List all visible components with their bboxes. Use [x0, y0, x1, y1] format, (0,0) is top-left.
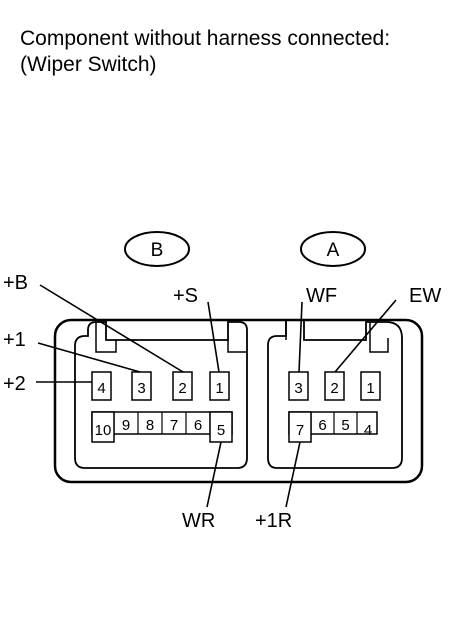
leader-ew [334, 299, 397, 373]
connector-a-label: A [327, 240, 340, 261]
b-pin-8-label: 8 [146, 417, 154, 434]
terminal-label-plus-1: +1 [3, 329, 26, 351]
leader-plus-b [39, 284, 184, 373]
terminal-label-wr: WR [182, 510, 215, 532]
b-pin-10-label: 10 [95, 422, 112, 439]
a-pin-3 [288, 371, 309, 401]
b-pin-3 [131, 371, 152, 401]
connector-a: 3 2 1 7 6 5 4 [267, 319, 403, 469]
connector-housing [53, 318, 424, 484]
b-pin-7-label: 7 [170, 417, 178, 434]
leader-wf [298, 301, 303, 373]
b-pin-2-label: 2 [178, 380, 186, 397]
connector-a-body [267, 319, 403, 469]
a-pin-2 [324, 371, 345, 401]
terminal-label-wf: WF [306, 285, 337, 307]
leader-wr [206, 441, 222, 508]
connector-b-right-latch [227, 340, 247, 353]
diagram-heading: Component without harness connected: (Wi… [20, 26, 390, 78]
terminal-label-plus-1r: +1R [255, 510, 292, 532]
leader-plus-1r [285, 441, 301, 508]
connector-b: 4 3 2 1 10 9 8 7 6 5 [74, 321, 248, 469]
connector-a-right-latch [369, 322, 389, 353]
a-pin-1-label: 1 [366, 380, 374, 397]
a-pin-1 [360, 371, 381, 401]
b-pin-9-label: 9 [122, 417, 130, 434]
a-pin-5-label: 5 [341, 417, 349, 434]
b-pin-6-label: 6 [194, 417, 202, 434]
b-pin-5-label: 5 [217, 422, 225, 439]
terminal-label-plus-2: +2 [3, 373, 26, 395]
leader-lines [36, 284, 397, 508]
connector-b-label: B [151, 240, 164, 261]
connector-a-identifier [300, 231, 366, 267]
terminal-label-plus-s: +S [173, 285, 198, 307]
b-pin-4 [91, 371, 112, 401]
a-pin-4-label: 4 [364, 422, 372, 439]
b-pin-1 [209, 371, 230, 401]
b-pin-10 [91, 411, 115, 443]
terminal-label-ew: EW [409, 285, 441, 307]
a-pin-7-label: 7 [296, 422, 304, 439]
a-pin-2-label: 2 [330, 380, 338, 397]
leader-plus-1 [37, 342, 141, 373]
a-pin-3-label: 3 [294, 380, 302, 397]
b-pin-4-label: 4 [97, 380, 105, 397]
leader-plus-s [207, 301, 220, 373]
a-pin-6-label: 6 [318, 417, 326, 434]
terminal-label-plus-b: +B [3, 272, 28, 294]
connector-b-left-latch [95, 322, 117, 353]
b-pin-3-label: 3 [137, 380, 145, 397]
connector-b-identifier [124, 231, 190, 267]
heading-line-1: Component without harness connected: [20, 27, 391, 50]
heading-line-2: (Wiper Switch) [20, 53, 157, 76]
b-pin-1-label: 1 [215, 380, 223, 397]
